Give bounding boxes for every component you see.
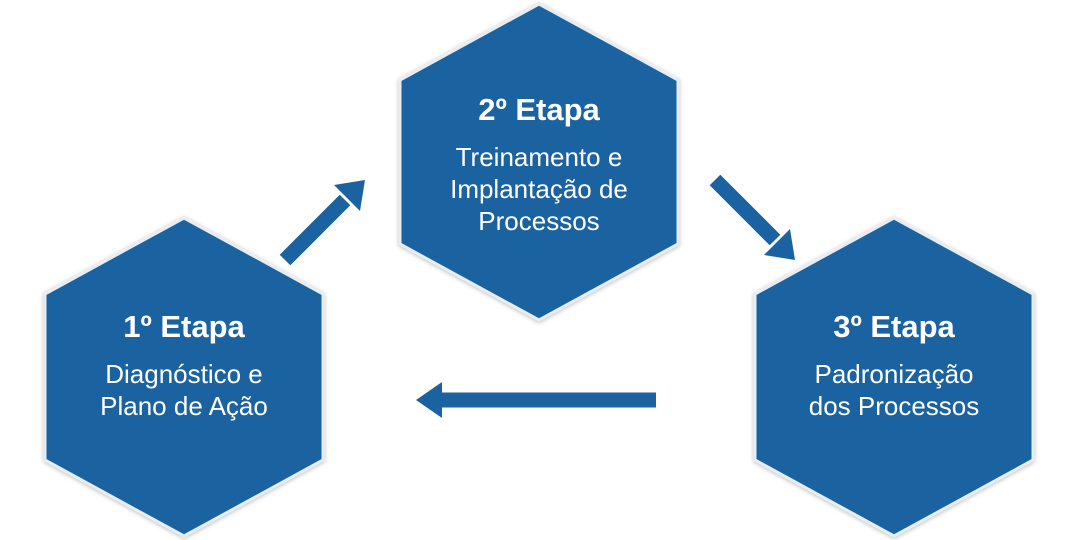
arrow-step2-to-step3: [709, 174, 795, 260]
step-1-line-1: Diagnóstico e: [105, 359, 263, 389]
step-3-label: 3º Etapa Padronização dos Processos: [755, 310, 1033, 422]
arrow-step3-to-step1: [416, 382, 656, 418]
step-2-line-3: Processos: [478, 206, 600, 236]
step-1-line-2: Plano de Ação: [100, 391, 268, 421]
step-1-title: 1º Etapa: [123, 309, 245, 344]
arrow-step1-to-step2: [279, 180, 365, 266]
step-1-label: 1º Etapa Diagnóstico e Plano de Ação: [45, 310, 323, 422]
step-3-description: Padronização dos Processos: [809, 358, 980, 422]
step-3-line-1: Padronização: [814, 359, 974, 389]
hexagon-step-1: [43, 216, 325, 538]
step-2-label: 2º Etapa Treinamento e Implantação de Pr…: [400, 93, 678, 237]
step-2-line-2: Implantação de: [450, 174, 628, 204]
hexagon-step-2: [398, 2, 680, 322]
hexagon-step-3: [753, 216, 1035, 538]
step-2-description: Treinamento e Implantação de Processos: [450, 141, 628, 237]
step-3-line-2: dos Processos: [808, 391, 980, 421]
step-3-title: 3º Etapa: [833, 309, 955, 344]
step-2-title: 2º Etapa: [478, 92, 600, 127]
step-2-line-1: Treinamento e: [455, 142, 623, 172]
step-1-description: Diagnóstico e Plano de Ação: [100, 358, 268, 422]
